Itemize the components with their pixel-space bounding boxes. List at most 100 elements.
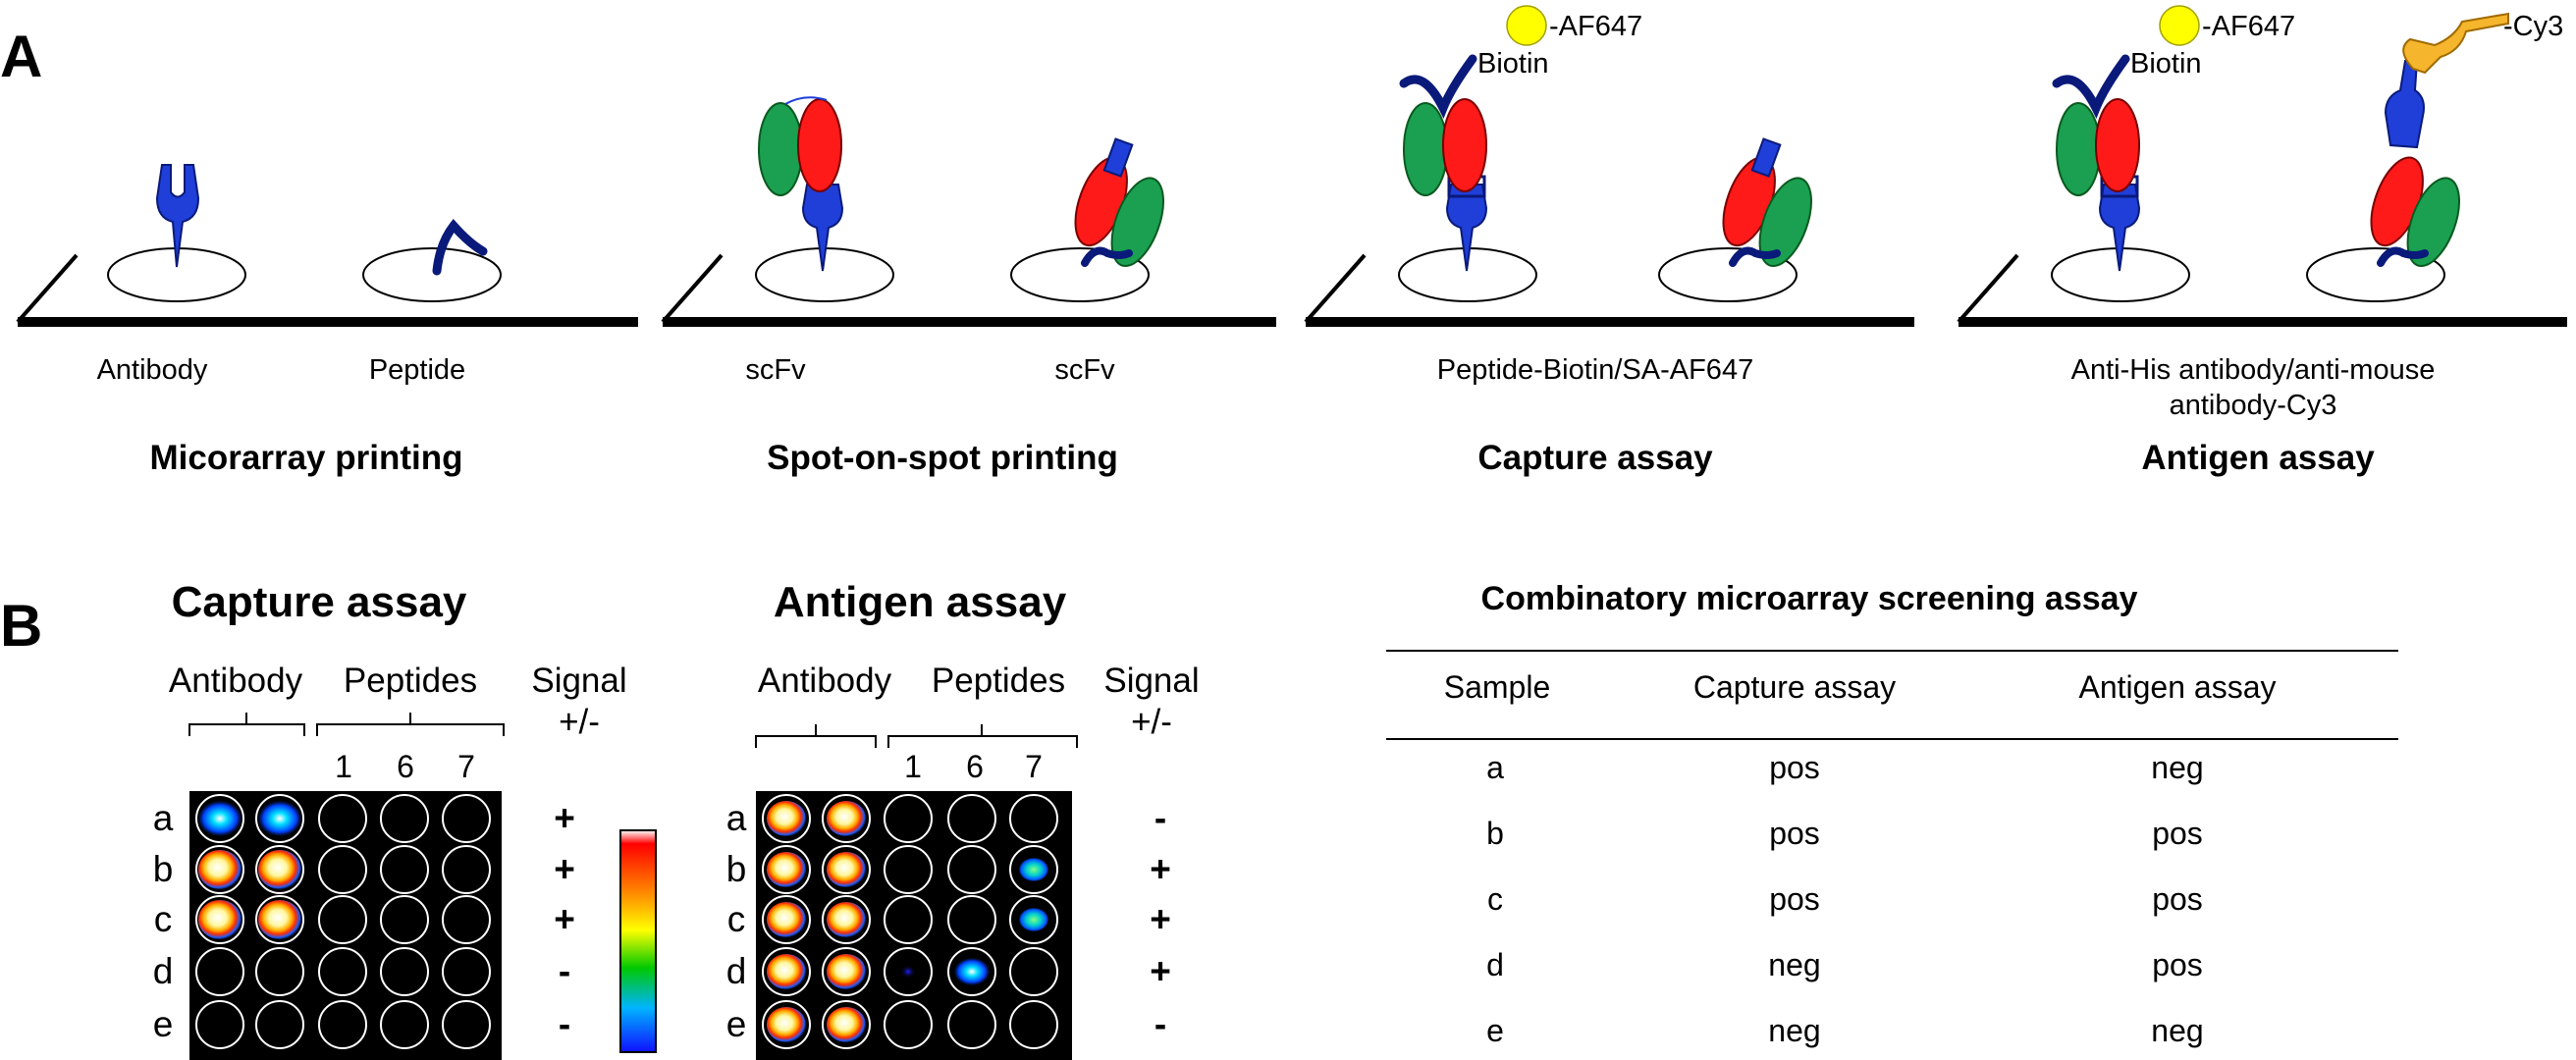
- label-anti-his-1: Anti-His antibody/anti-mouse: [2071, 354, 2436, 386]
- surface-1: [16, 253, 638, 327]
- capture-peptides-bracket: [316, 713, 505, 736]
- table-cell: d: [1486, 947, 1504, 982]
- table-cell: pos: [1769, 881, 1820, 917]
- step-title-3: Capture assay: [1477, 439, 1713, 477]
- antigen-row-c: c: [727, 899, 746, 939]
- antigen-signal-label: Signal: [1103, 662, 1199, 700]
- surface-2: [661, 253, 1276, 327]
- table-cell: neg: [1768, 1013, 1820, 1048]
- cy3-antibody-icon: [2402, 12, 2509, 75]
- table-row: d neg pos: [1486, 947, 2203, 982]
- table-cell: a: [1486, 750, 1504, 785]
- antigen-peptide-1: 1: [904, 749, 922, 784]
- capture-row-a: a: [153, 798, 174, 838]
- af647-icon: [1506, 5, 1547, 46]
- scfv-on-antibody-icon: [758, 96, 844, 272]
- capture-peptides-label: Peptides: [344, 662, 477, 700]
- table-cell: e: [1486, 1013, 1504, 1048]
- capture-row-e: e: [153, 1004, 174, 1044]
- antigen-row-e: e: [726, 1004, 747, 1044]
- antigen-signal-e: -: [1154, 1004, 1166, 1044]
- printed-spots: [107, 247, 2445, 302]
- antigen-signal-d: +: [1150, 951, 1171, 991]
- antibody-icon: [155, 164, 200, 268]
- capture-signal-c: +: [554, 899, 575, 939]
- table-cell: c: [1487, 881, 1503, 917]
- peptide-icon: [432, 218, 488, 276]
- antigen-peptide-7: 7: [1025, 749, 1043, 784]
- capture-array-image: [189, 791, 502, 1060]
- antigen-array-image: [756, 791, 1072, 1060]
- capture-peptide-7: 7: [457, 749, 475, 784]
- table-header-sample: Sample: [1444, 669, 1551, 705]
- capture-signal-b: +: [554, 849, 575, 889]
- panel-b-letter: B: [0, 593, 42, 659]
- table-title: Combinatory microarray screening assay: [1481, 580, 2138, 617]
- capture-signal-e: -: [559, 1004, 570, 1044]
- capture-signal-d: -: [559, 951, 570, 991]
- antigen-antibody-bracket: [755, 724, 877, 748]
- table-row: b pos pos: [1486, 816, 2203, 851]
- antigen-signal-c: +: [1150, 899, 1171, 939]
- cy3-tag: -Cy3: [2503, 11, 2563, 42]
- label-peptide: Peptide: [369, 354, 465, 386]
- surface-3: [1304, 253, 1914, 327]
- antigen-row-d: d: [726, 951, 747, 991]
- table-header-capture: Capture assay: [1693, 669, 1896, 705]
- biotin-tag-2: Biotin: [2130, 48, 2202, 80]
- label-scfv-1: scFv: [745, 354, 806, 386]
- antigen-peptides-bracket: [887, 724, 1078, 748]
- capture-scfv-icon: [1722, 137, 1812, 268]
- capture-title: Capture assay: [172, 578, 467, 626]
- table-cell: pos: [2152, 947, 2203, 982]
- af647-icon-2: [2159, 5, 2200, 46]
- table-row: c pos pos: [1487, 881, 2203, 917]
- antigen-title: Antigen assay: [774, 578, 1067, 626]
- table-cell: pos: [2152, 881, 2203, 917]
- capture-antibody-icon: [1399, 54, 1488, 272]
- step-title-4: Antigen assay: [2141, 439, 2375, 477]
- capture-peptide-6: 6: [397, 749, 414, 784]
- table-cell: b: [1486, 816, 1504, 851]
- label-antibody: Antibody: [97, 354, 208, 386]
- capture-signal-sub: +/-: [559, 703, 600, 741]
- panel-a-letter: A: [0, 24, 42, 89]
- antigen-antibody-icon: [2052, 54, 2141, 272]
- capture-row-c: c: [154, 899, 173, 939]
- capture-peptide-1: 1: [335, 749, 352, 784]
- table-cell: pos: [1769, 750, 1820, 785]
- antigen-signal-sub: +/-: [1131, 703, 1172, 741]
- capture-signal-a: +: [554, 798, 575, 838]
- antigen-antibody-label: Antibody: [758, 662, 892, 700]
- table-cell: pos: [2152, 816, 2203, 851]
- step-title-1: Micorarray printing: [150, 439, 463, 477]
- antigen-signal-a: -: [1154, 798, 1166, 838]
- step-title-2: Spot-on-spot printing: [767, 439, 1118, 477]
- table-header-antigen: Antigen assay: [2078, 669, 2276, 705]
- antigen-row-a: a: [726, 798, 747, 838]
- antigen-peptides-label: Peptides: [932, 662, 1065, 700]
- biotin-tag: Biotin: [1477, 48, 1549, 80]
- af647-tag-2: -AF647: [2202, 11, 2295, 42]
- table-row: a pos neg: [1486, 750, 2204, 785]
- table-cell: neg: [2151, 750, 2203, 785]
- label-anti-his-2: antibody-Cy3: [2170, 390, 2337, 421]
- antigen-scfv-icon: [2370, 60, 2460, 268]
- table-cell: pos: [1769, 816, 1820, 851]
- capture-signal-label: Signal: [531, 662, 626, 700]
- scfv-printed-icon: [1074, 137, 1164, 268]
- table-row: e neg neg: [1486, 1013, 2204, 1048]
- af647-tag: -AF647: [1549, 11, 1642, 42]
- antigen-peptide-6: 6: [966, 749, 984, 784]
- surface-4: [1957, 253, 2567, 327]
- intensity-color-scale: [619, 829, 657, 1053]
- table-cell: neg: [1768, 947, 1820, 982]
- table-cell: neg: [2151, 1013, 2203, 1048]
- capture-antibody-label: Antibody: [169, 662, 303, 700]
- label-peptide-biotin: Peptide-Biotin/SA-AF647: [1437, 354, 1753, 386]
- label-scfv-2: scFv: [1054, 354, 1115, 386]
- capture-row-d: d: [153, 951, 174, 991]
- antigen-signal-b: +: [1150, 849, 1171, 889]
- capture-antibody-bracket: [188, 713, 305, 736]
